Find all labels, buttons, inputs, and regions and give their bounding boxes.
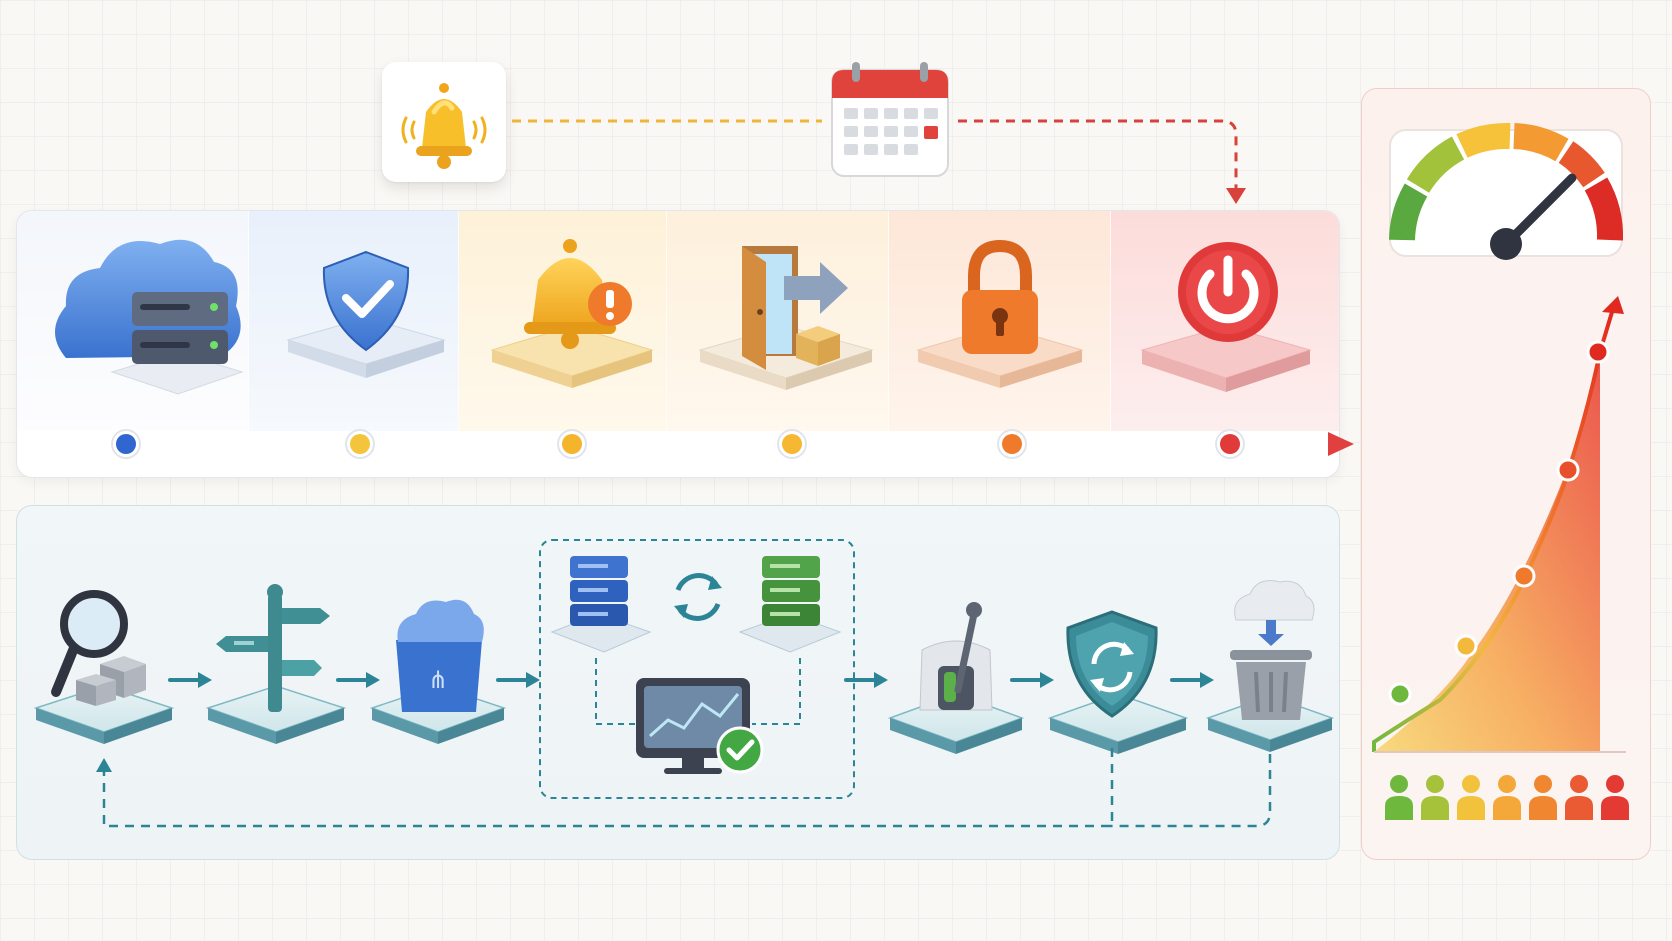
lever-switch-icon	[919, 602, 993, 711]
gauge-icon	[1389, 122, 1624, 260]
person-icon	[1565, 775, 1593, 820]
cloud-trash-icon	[1230, 580, 1315, 720]
signpost-icon	[216, 584, 330, 712]
door-exit-box-icon	[698, 246, 874, 390]
risk-chart	[1372, 296, 1626, 753]
person-icon	[1385, 775, 1413, 820]
people-row	[1384, 774, 1640, 824]
padlock-icon	[916, 239, 1084, 388]
person-icon	[1529, 775, 1557, 820]
calendar-icon	[831, 62, 949, 177]
alert-tile	[382, 62, 506, 182]
return-loop	[96, 748, 1272, 828]
cloud-box-icon: ⋔	[396, 599, 484, 712]
svg-text:⋔: ⋔	[428, 666, 448, 694]
shield-check-icon	[286, 250, 446, 378]
flow-arrows	[168, 672, 1214, 688]
ringing-bell-icon	[401, 83, 487, 169]
cloud-server-icon	[55, 239, 244, 395]
power-button-icon	[1140, 242, 1312, 392]
person-icon	[1421, 775, 1449, 820]
server-sync-group-icon	[550, 556, 842, 774]
server-sync-group-box	[539, 539, 855, 799]
person-icon	[1457, 775, 1485, 820]
calendar-tile	[830, 60, 950, 180]
magnifier-cubes-icon	[51, 590, 146, 706]
person-icon	[1601, 775, 1629, 820]
person-icon	[1493, 775, 1521, 820]
bell-warning-icon	[490, 239, 654, 388]
shield-sync-icon	[1066, 610, 1158, 718]
timeline-markers	[111, 429, 1245, 459]
